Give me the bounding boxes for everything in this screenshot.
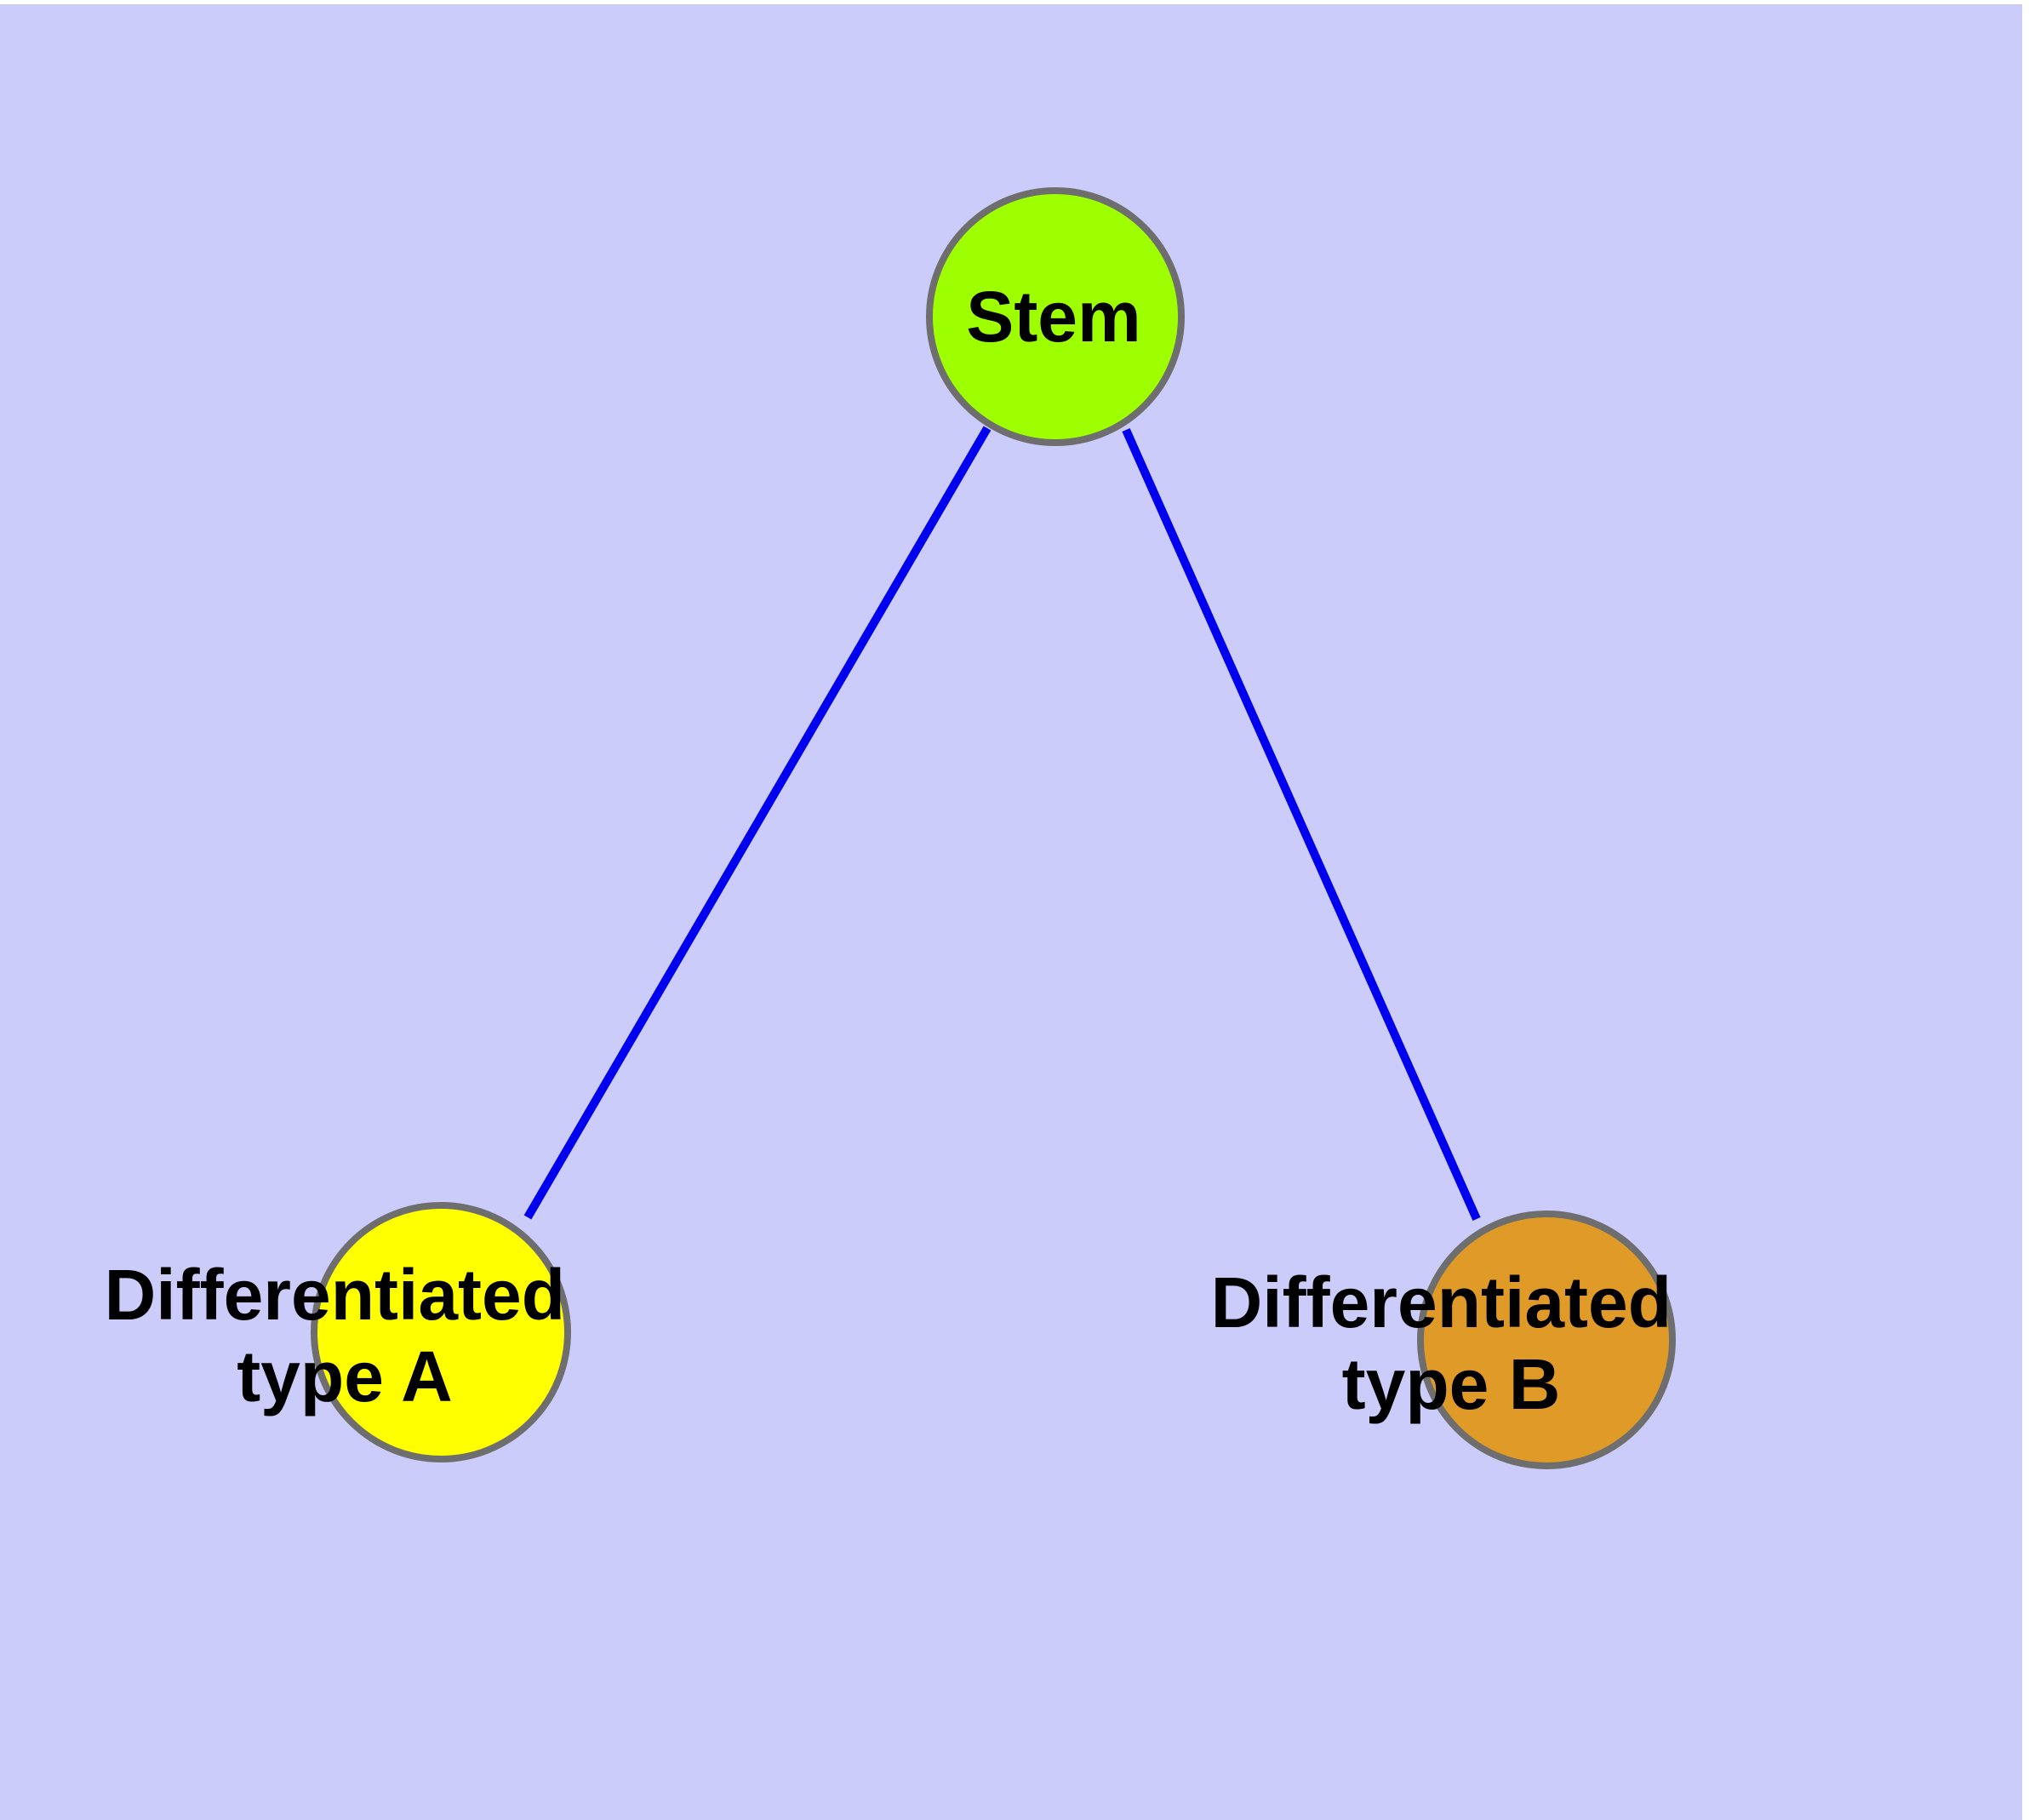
node-differentiated-type-a-label: Differentiated type A — [105, 1255, 586, 1417]
node-differentiated-type-b-circle[interactable] — [1417, 1210, 1676, 1469]
node-differentiated-type-b-label-line2: type B — [1342, 1344, 1561, 1424]
node-differentiated-type-a-circle[interactable] — [311, 1202, 571, 1462]
edge-stem-to-differentiated-type-a[interactable] — [523, 426, 992, 1220]
node-differentiated-type-a[interactable] — [311, 1202, 571, 1462]
node-differentiated-type-a-label-line2: type A — [237, 1336, 453, 1417]
node-differentiated-type-b-label-line1: Differentiated — [1211, 1262, 1672, 1342]
node-stem-label-line1: Stem — [966, 277, 1140, 357]
edge-stem-to-differentiated-type-b[interactable] — [1122, 427, 1481, 1222]
node-layer — [311, 187, 1676, 1469]
edge-layer — [523, 426, 1481, 1222]
node-stem[interactable] — [926, 187, 1185, 446]
node-differentiated-type-b[interactable] — [1417, 1210, 1676, 1469]
node-stem-label: Stem — [966, 277, 1140, 357]
node-stem-circle[interactable] — [926, 187, 1185, 446]
node-differentiated-type-b-label: Differentiated type B — [1211, 1262, 1692, 1424]
node-differentiated-type-a-label-line1: Differentiated — [105, 1255, 565, 1335]
label-layer: Stem Differentiated type A Differentiate… — [105, 277, 1692, 1424]
